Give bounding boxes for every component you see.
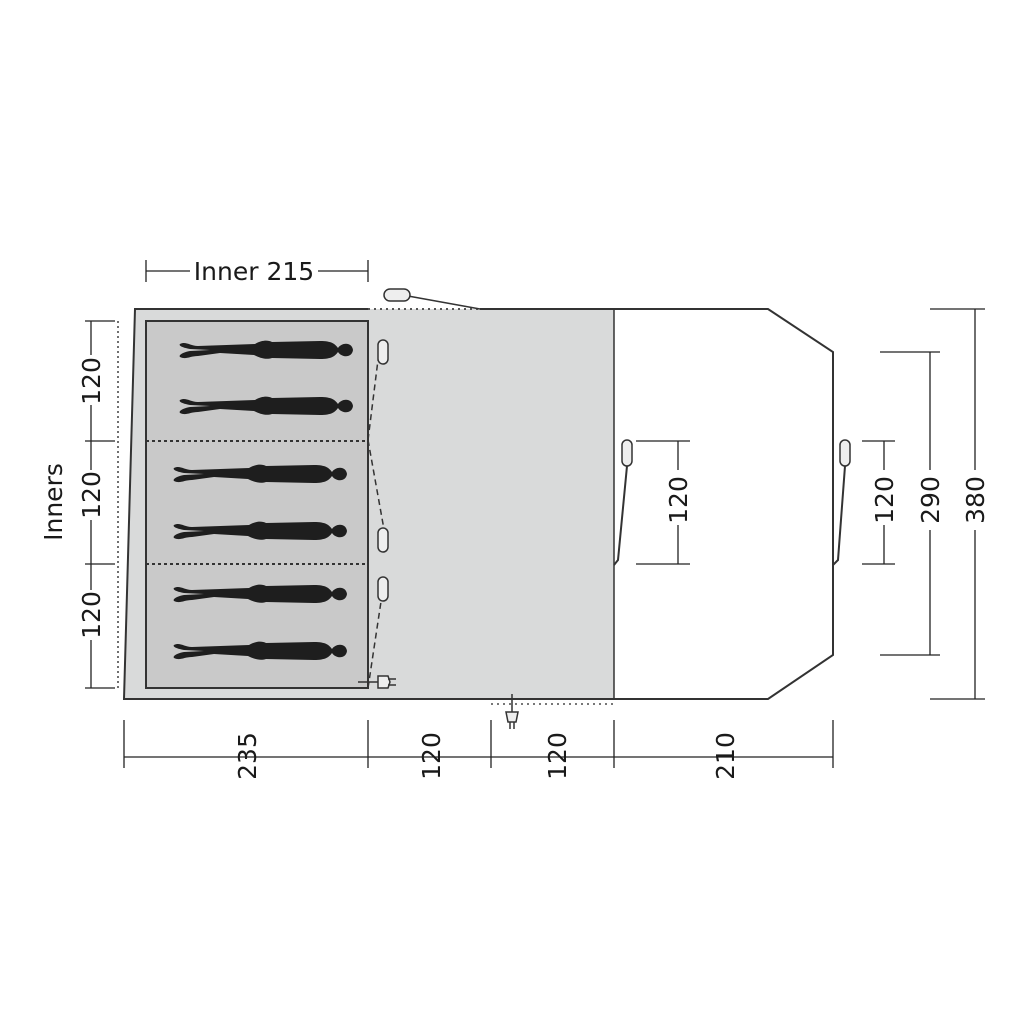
- front-width: 290: [916, 476, 945, 524]
- porch-outline: [122, 308, 834, 700]
- inners-label: Inners: [39, 463, 68, 541]
- plug-icon: [358, 675, 396, 689]
- inner-depth-2: 120: [77, 471, 106, 519]
- front-door-width: 120: [870, 476, 899, 524]
- bottom-dim-4: 210: [711, 732, 740, 780]
- porch-door: [613, 465, 628, 566]
- bottom-dim-2: 120: [417, 732, 446, 780]
- total-width: 380: [961, 476, 990, 524]
- inner-depth-1: 120: [77, 357, 106, 405]
- inner-tent: [145, 320, 369, 689]
- porch-door-width: 120: [664, 476, 693, 524]
- bottom-dim-3: 120: [543, 732, 572, 780]
- front-door: [832, 465, 846, 566]
- bottom-dim-1: 235: [233, 732, 262, 780]
- dimension-lines: [85, 260, 985, 768]
- inner-width-label: Inner 215: [194, 257, 314, 286]
- peg-icon: [377, 288, 851, 602]
- plug-icon: [505, 694, 519, 729]
- inner-depth-3: 120: [77, 591, 106, 639]
